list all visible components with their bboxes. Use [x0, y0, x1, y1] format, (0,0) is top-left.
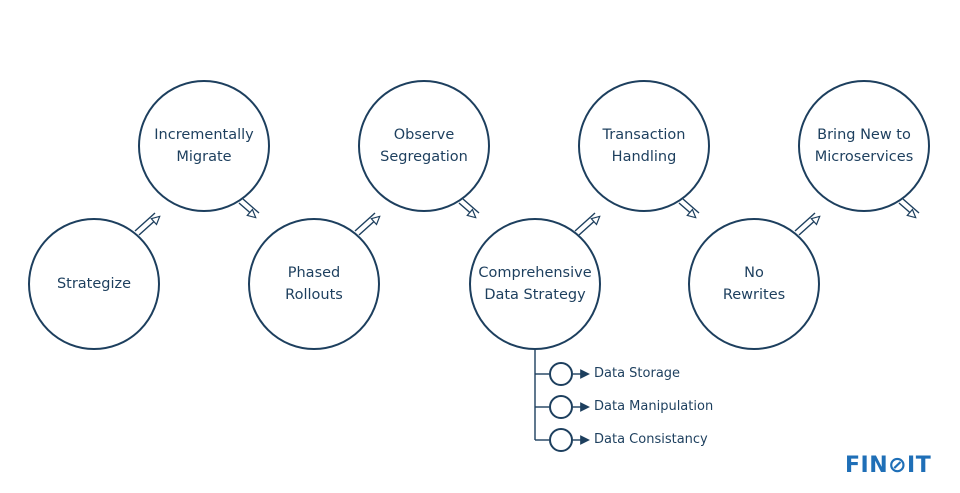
step-arrows — [134, 198, 920, 236]
sub-item-node — [549, 428, 573, 452]
sub-item-node — [549, 395, 573, 419]
finoit-logo: FIN⊘IT — [845, 453, 932, 478]
step-label: Strategize — [56, 276, 132, 292]
arrow-rollouts-to-observe — [354, 212, 379, 236]
step-label: Bring New to Microservices — [814, 127, 914, 165]
data-strategy-branch — [534, 350, 590, 445]
step-incrementally-migrate: Incrementally Migrate — [138, 80, 270, 212]
sub-item-data-manipulation: Data Manipulation — [594, 399, 714, 414]
arrow-migrate-to-rollouts — [238, 198, 260, 217]
arrow-transaction-to-norewrites — [678, 198, 700, 217]
sub-item-node — [549, 362, 573, 386]
arrow-norewrites-to-bringnew — [794, 212, 819, 236]
step-transaction-handling: Transaction Handling — [578, 80, 710, 212]
step-label: No Rewrites — [722, 265, 786, 303]
step-phased-rollouts: Phased Rollouts — [248, 218, 380, 350]
step-comprehensive-data-strategy: Comprehensive Data Strategy — [469, 218, 601, 350]
step-observe-segregation: Observe Segregation — [358, 80, 490, 212]
step-strategize: Strategize — [28, 218, 160, 350]
arrow-data-to-transaction — [574, 212, 599, 236]
sub-item-data-storage: Data Storage — [594, 366, 681, 381]
step-label: Phased Rollouts — [285, 265, 343, 303]
arrow-observe-to-data — [458, 198, 480, 217]
step-label: Comprehensive Data Strategy — [478, 265, 592, 303]
sub-item-data-consistancy: Data Consistancy — [594, 432, 708, 447]
step-label: Transaction Handling — [602, 127, 686, 165]
arrow-strategize-to-migrate — [134, 212, 159, 236]
arrow-bringnew-out — [898, 198, 920, 217]
step-label: Incrementally Migrate — [154, 127, 254, 165]
step-no-rewrites: No Rewrites — [688, 218, 820, 350]
step-bring-new-to-microservices: Bring New to Microservices — [798, 80, 930, 212]
step-label: Observe Segregation — [380, 127, 468, 165]
